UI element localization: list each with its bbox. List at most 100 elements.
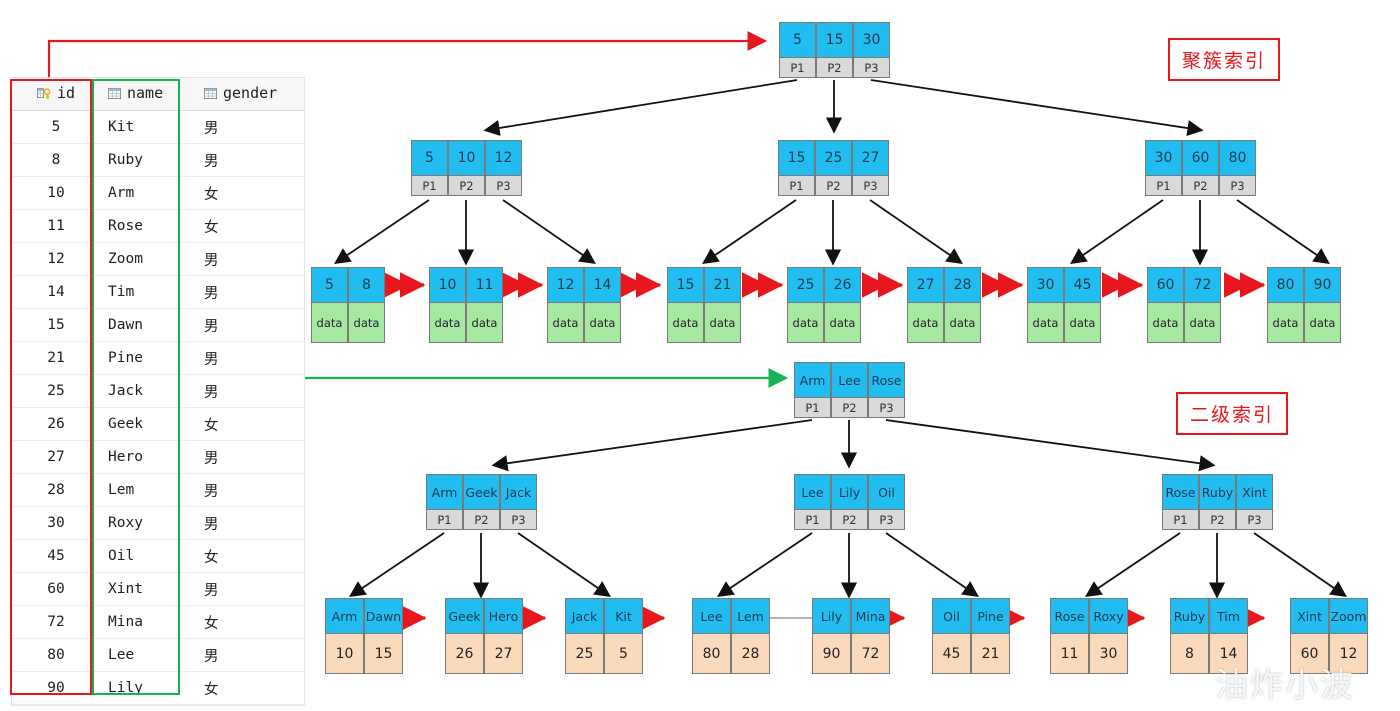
- cell-gender: 男: [196, 143, 304, 177]
- cell-name: Dawn: [100, 308, 196, 342]
- column-header-name[interactable]: name: [100, 78, 196, 111]
- node-data-cell: 28: [731, 634, 770, 674]
- node-key-cell: Lily: [812, 598, 851, 634]
- column-icon: [204, 86, 218, 104]
- table-header-row: id name: [12, 78, 304, 111]
- node-key-cell: 25: [815, 140, 852, 176]
- node-pointer-cell: P2: [1182, 176, 1219, 196]
- column-header-id[interactable]: id: [12, 78, 100, 111]
- node-key-cell: Jack: [565, 598, 604, 634]
- edge-secondary-internal1-to-leaves: [349, 532, 611, 599]
- cell-id: 12: [12, 242, 100, 276]
- node-key-cell: 30: [1027, 267, 1064, 303]
- cell-name: Lem: [100, 473, 196, 507]
- node-data-cell: data: [704, 303, 741, 343]
- node-key-cell: 27: [852, 140, 889, 176]
- node-key-cell: Jack: [500, 474, 537, 510]
- cell-id: 72: [12, 605, 100, 639]
- node-key-cell: 10: [448, 140, 485, 176]
- node-pointer-cell: P2: [448, 176, 485, 196]
- node-data-cell: data: [547, 303, 584, 343]
- cell-id: 11: [12, 209, 100, 243]
- node-key-cell: 5: [311, 267, 348, 303]
- node-key-cell: Oil: [932, 598, 971, 634]
- cell-name: Xint: [100, 572, 196, 606]
- column-header-gender-label: gender: [223, 84, 278, 102]
- callout-secondary-index: 二级索引: [1176, 392, 1289, 435]
- cell-gender: 男: [196, 275, 304, 309]
- node-pointer-cell: P3: [852, 176, 889, 196]
- node-key-cell: Zoom: [1329, 598, 1368, 634]
- node-key-cell: 14: [584, 267, 621, 303]
- node-key-cell: 72: [1184, 267, 1221, 303]
- node-pointer-cell: P3: [485, 176, 522, 196]
- node-key-cell: Lee: [692, 598, 731, 634]
- node-pointer-cell: P1: [779, 58, 816, 78]
- column-header-name-label: name: [127, 84, 164, 102]
- node-data-cell: data: [1064, 303, 1101, 343]
- node-key-cell: Tim: [1209, 598, 1248, 634]
- node-key-cell: Geek: [445, 598, 484, 634]
- cell-gender: 女: [196, 176, 304, 210]
- records-table[interactable]: id name: [12, 78, 304, 705]
- node-key-cell: Lee: [794, 474, 831, 510]
- node-pointer-cell: P1: [411, 176, 448, 196]
- node-data-cell: 10: [325, 634, 364, 674]
- node-pointer-cell: P1: [794, 398, 831, 418]
- node-key-cell: Xint: [1290, 598, 1329, 634]
- node-pointer-cell: P3: [853, 58, 890, 78]
- node-key-cell: 12: [485, 140, 522, 176]
- node-pointer-cell: P2: [831, 510, 868, 530]
- node-key-cell: 12: [547, 267, 584, 303]
- column-header-gender[interactable]: gender: [196, 78, 304, 111]
- node-key-cell: Rose: [868, 362, 905, 398]
- node-data-cell: data: [348, 303, 385, 343]
- cell-id: 14: [12, 275, 100, 309]
